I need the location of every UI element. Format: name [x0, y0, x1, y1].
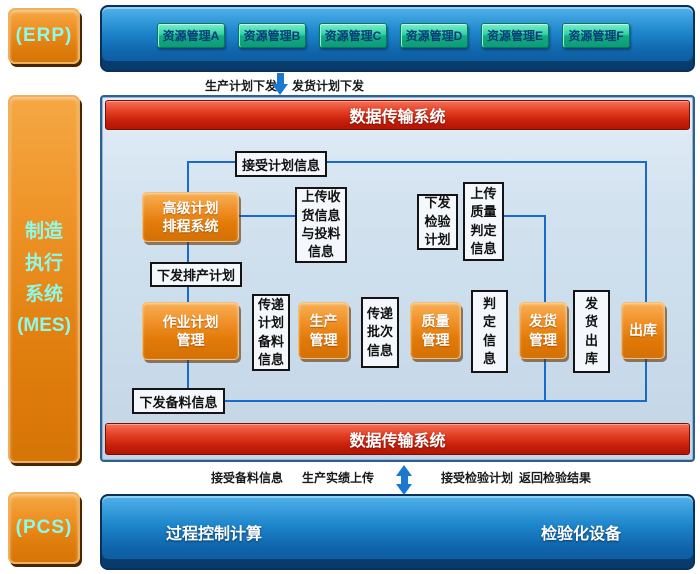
resource-button-row: 资源管理A 资源管理B 资源管理C 资源管理D 资源管理E 资源管理F — [157, 23, 630, 48]
label-line: 信息 — [366, 342, 393, 358]
node-label-line: 发货 — [529, 313, 557, 330]
node-label-line: 作业计划 — [162, 313, 219, 330]
pcs-inspection-equipment-label: 检验化设备 — [540, 526, 621, 543]
flow-label-production-results: 生产实绩上传 — [302, 471, 375, 485]
node-quality-mgmt: 质量 管理 — [410, 302, 461, 359]
label-upload-receipt-info: 上传收 货信息 与投料 信息 — [295, 187, 347, 263]
node-shipping-mgmt: 发货 管理 — [519, 302, 567, 359]
node-label-line: 管理 — [421, 331, 450, 348]
node-advanced-planning: 高级计划 排程系统 — [142, 192, 239, 242]
node-job-planning: 作业计划 管理 — [142, 302, 239, 360]
label-line: 判定 — [470, 222, 497, 238]
node-label-line: 生产 — [309, 313, 338, 330]
connector-aps-right — [239, 215, 297, 217]
label-line: 检验 — [424, 213, 451, 229]
label-line: 息 — [482, 350, 496, 366]
node-label-line: 管理 — [176, 332, 205, 348]
mes-panel: 数据传输系统 数据传输系统 高级计划 排程系统 作业计划 管理 生产 管理 质量… — [100, 95, 695, 462]
pcs-bar: 过程控制计算 检验化设备 — [100, 494, 695, 570]
connector-right-vertical — [645, 161, 647, 402]
connector-quality-right — [502, 215, 546, 217]
label-line: 信息 — [307, 244, 334, 260]
label-line: 批次 — [366, 324, 393, 340]
erp-box: (ERP) — [8, 8, 80, 64]
node-label-line: 质量 — [421, 313, 450, 330]
label-line: 库 — [584, 350, 598, 366]
label-issue-production-schedule: 下发排产计划 — [150, 262, 242, 287]
node-label-line: 出库 — [629, 322, 657, 339]
label-line: 信息 — [470, 240, 497, 256]
label-issue-inspection-plan: 下发 检验 计划 — [417, 194, 458, 250]
label-pass-batch-info: 传递 批次 信息 — [361, 297, 399, 368]
arrow-head — [272, 84, 288, 95]
mes-label-line: 执行 — [24, 252, 63, 274]
node-outbound: 出库 — [621, 302, 665, 359]
node-label-line: 管理 — [529, 331, 557, 348]
label-upload-quality-judgement: 上传 质量 判定 信息 — [463, 182, 504, 261]
label-accept-plan-info: 接受计划信息 — [235, 151, 327, 177]
arrow-updown-icon — [396, 465, 412, 495]
label-line: 传递 — [257, 296, 284, 312]
node-production-mgmt: 生产 管理 — [298, 302, 349, 359]
node-label-line: 排程系统 — [162, 218, 219, 234]
pcs-process-control-label: 过程控制计算 — [166, 526, 263, 543]
mes-box: 制造 执行 系统 (MES) — [8, 95, 80, 463]
data-transfer-bus-bottom: 数据传输系统 — [105, 423, 690, 455]
resource-button-c: 资源管理C — [319, 23, 387, 48]
arrow-head — [396, 465, 412, 476]
arrow-stem — [400, 476, 408, 484]
label-line: 计划 — [424, 232, 451, 248]
pcs-label: (PCS) — [15, 517, 73, 538]
label-line: 信 — [482, 332, 496, 348]
resource-button-b: 资源管理B — [238, 23, 306, 48]
erp-label: (ERP) — [15, 25, 73, 46]
label-line: 货 — [584, 314, 598, 330]
flow-label-accept-inspection: 接受检验计划 — [441, 471, 514, 485]
label-line: 传递 — [366, 305, 393, 321]
label-line: 计划 — [257, 315, 284, 331]
label-line: 与投料 — [301, 226, 341, 241]
mes-label-line: 系统 — [24, 284, 63, 305]
erp-resource-bar: 资源管理A 资源管理B 资源管理C 资源管理D 资源管理E 资源管理F — [100, 5, 695, 72]
label-judgement-info: 判 定 信 息 — [471, 290, 508, 373]
resource-button-e: 资源管理E — [481, 23, 549, 48]
label-line: 货信息 — [301, 207, 341, 223]
label-ship-outbound: 发 货 出 库 — [573, 290, 610, 373]
connector-bottom-horizontal — [187, 400, 647, 402]
arrow-stem — [276, 73, 284, 84]
mes-label-line: 制造 — [24, 221, 63, 243]
data-transfer-bus-top: 数据传输系统 — [105, 100, 690, 130]
resource-button-f: 资源管理F — [562, 23, 630, 48]
label-line: 发 — [584, 295, 598, 311]
label-line: 出 — [584, 332, 598, 348]
label-line: 定 — [482, 314, 496, 330]
label-line: 信息 — [257, 351, 284, 367]
label-line: 上传 — [470, 185, 497, 201]
arrow-down-icon — [272, 73, 288, 95]
flow-label-shipping-plan: 发货计划下发 — [292, 79, 365, 93]
flow-label-production-plan: 生产计划下发 — [205, 79, 278, 93]
connector-aps-up — [187, 161, 189, 193]
mes-label-line: (MES) — [17, 315, 71, 337]
label-line: 下发 — [424, 195, 451, 211]
node-label-line: 高级计划 — [162, 199, 219, 216]
label-issue-material-info: 下发备料信息 — [132, 388, 225, 414]
label-line: 质量 — [470, 204, 497, 220]
resource-button-d: 资源管理D — [400, 23, 468, 48]
flow-label-accept-material: 接受备料信息 — [211, 471, 284, 485]
connector-job-down — [187, 360, 189, 402]
connector-top-horizontal — [187, 161, 647, 163]
label-line: 备料 — [257, 333, 284, 349]
node-label-line: 管理 — [309, 331, 338, 348]
label-line: 上传收 — [301, 189, 341, 205]
label-line: 判 — [482, 295, 496, 311]
resource-button-a: 资源管理A — [157, 23, 225, 48]
arrow-head — [396, 484, 412, 495]
pcs-box: (PCS) — [8, 492, 80, 564]
flow-label-return-results: 返回检验结果 — [519, 471, 592, 485]
label-pass-plan-material-info: 传递 计划 备料 信息 — [252, 294, 290, 371]
